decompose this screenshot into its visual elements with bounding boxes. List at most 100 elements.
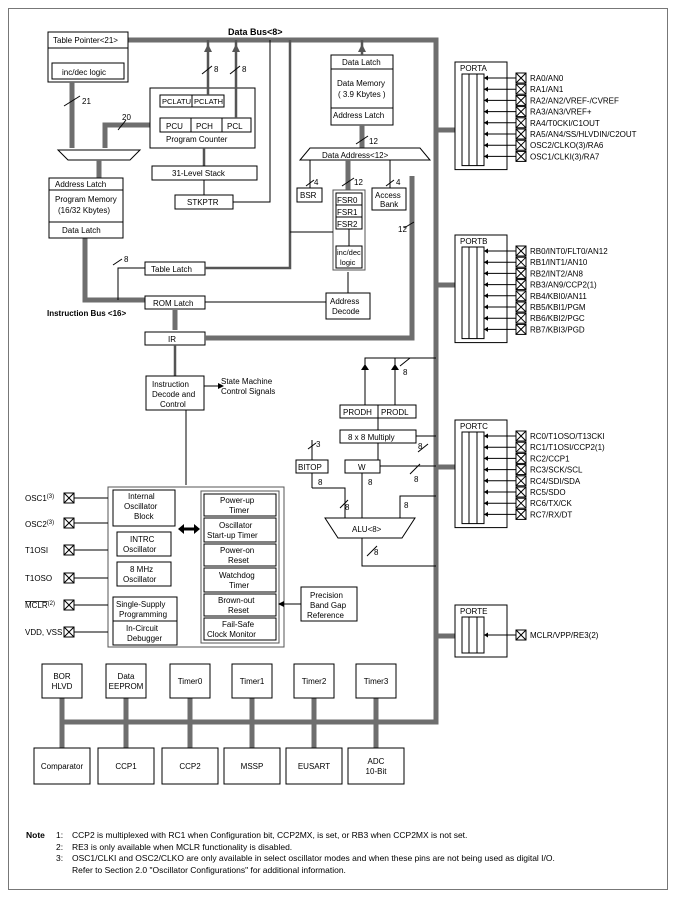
bandgap-line2: Band Gap — [310, 601, 347, 610]
porta-pin-0: RA0/AN0 — [530, 74, 564, 83]
note-2-text: RE3 is only available when MCLR function… — [72, 841, 293, 852]
data-bus — [59, 37, 455, 748]
alu-out-width-8: 8 — [374, 548, 379, 557]
address-decode-line1: Address — [330, 297, 359, 306]
figure-frame — [8, 8, 668, 890]
osc-8mhz-box — [116, 561, 172, 587]
w-width-8: 8 — [414, 475, 419, 484]
top-peripheral-1-sublabel: EEPROM — [109, 682, 144, 691]
porta-pin-3: RA3/AN3/VREF+ — [530, 108, 592, 117]
t1oso-pin: T1OSO — [25, 574, 52, 583]
instr-decode-line1: Instruction — [152, 380, 189, 389]
mul-width-8: 8 — [418, 442, 423, 451]
portc-pin-5: RC5/SDO — [530, 488, 566, 497]
data-memory-line2: ( 3.9 Kbytes ) — [338, 90, 386, 99]
bottom-peripheral-4 — [285, 747, 343, 785]
osc2-pin: OSC2(3) — [25, 520, 54, 529]
stack: 31-Level Stack — [172, 169, 226, 178]
pcl-label: PCL — [227, 122, 243, 131]
bor-box — [203, 593, 277, 617]
icd-box — [112, 620, 178, 646]
portb-pin-1: RB1/INT1/AN10 — [530, 258, 588, 267]
note-heading: Note — [26, 830, 45, 840]
top-peripheral-1-label: Data — [118, 672, 135, 681]
bsr-width-4: 4 — [314, 178, 319, 187]
bottom-peripheral-2 — [161, 747, 219, 785]
mclr-pin: MCLR(2) — [25, 601, 55, 610]
portb-pin-4: RB4/KBI0/AN11 — [530, 292, 587, 301]
portb-pin-2: RB2/INT2/AN8 — [530, 269, 583, 278]
porta-pin-1: RA1/AN1 — [530, 85, 564, 94]
table-latch: Table Latch — [151, 265, 192, 274]
bor-line1: Brown-out — [218, 596, 255, 605]
portc-pin-4: RC4/SDI/SDA — [530, 477, 581, 486]
dm-data-latch: Data Latch — [342, 58, 381, 67]
top-peripheral-4 — [293, 663, 335, 699]
bottom-peripheral-3 — [223, 747, 281, 785]
top-peripheral-2-label: Timer0 — [178, 677, 203, 686]
alu-width-8a: 8 — [318, 478, 323, 487]
osc-pin-connections — [74, 497, 108, 633]
note-2: 2: RE3 is only available when MCLR funct… — [26, 842, 656, 854]
fscm-line1: Fail-Safe — [222, 620, 255, 629]
alu-shape — [324, 517, 416, 539]
top-peripheral-3-label: Timer1 — [240, 677, 265, 686]
portc-pin-2: RC2/CCP1 — [530, 454, 570, 463]
address-decode-line2: Decode — [332, 307, 360, 316]
portc-pin-1: RC1/T1OSI/CCP2(1) — [530, 443, 605, 452]
note-3-text-a: OSC1/CLKI and OSC2/CLKO are only availab… — [72, 853, 555, 863]
top-peripheral-3 — [231, 663, 273, 699]
ost-box — [203, 517, 277, 543]
icd-line1: In-Circuit — [126, 624, 159, 633]
fsr-incdec-box — [335, 245, 363, 269]
instruction-decode-box — [145, 375, 205, 411]
internal-osc-line2: Oscillator — [124, 502, 158, 511]
state-machine-line1: State Machine — [221, 377, 273, 386]
note-3b: Refer to Section 2.0 "Oscillator Configu… — [26, 865, 656, 877]
notes: Note 1: CCP2 is multiplexed with RC1 whe… — [26, 830, 656, 876]
bsr-box — [296, 187, 323, 203]
bsr: BSR — [300, 191, 317, 200]
portc-pin-0: RC0/T1OSO/T13CKI — [530, 432, 605, 441]
wdt-line2: Timer — [229, 581, 249, 590]
bottom-peripheral-5-sublabel: 10-Bit — [366, 767, 388, 776]
data-memory-box — [330, 54, 394, 126]
internal-osc-line1: Internal — [128, 492, 155, 501]
address-decode-box — [325, 292, 371, 320]
porta-pin-7: OSC1/CLKI(3)/RA7 — [530, 152, 600, 161]
pclath-label: PCLATH — [194, 97, 223, 106]
fsr0-label: FSR0 — [337, 196, 358, 205]
portb-pin-0: RB0/INT0/FLT0/AN12 — [530, 247, 608, 256]
intrc-line1: INTRC — [130, 535, 155, 544]
bottom-peripheral-3-label: MSSP — [241, 762, 264, 771]
single-supply-line2: Programming — [119, 610, 167, 619]
bottom-peripheral-1-label: CCP1 — [115, 762, 137, 771]
alu: ALU<8> — [352, 525, 382, 534]
program-memory-line1: Program Memory — [55, 195, 117, 204]
pc-width-8a: 8 — [214, 65, 219, 74]
bottom-peripheral-4-label: EUSART — [298, 762, 330, 771]
portc-pin-3: RC3/SCK/SCL — [530, 466, 583, 475]
data-bus-label: Data Bus<8> — [228, 27, 283, 37]
powerup-line1: Power-up — [220, 496, 255, 505]
prodl-label: PRODL — [381, 408, 409, 417]
pclatu-label: PCLATU — [162, 97, 191, 106]
portc-name: PORTC — [460, 422, 488, 431]
por-line1: Power-on — [220, 546, 254, 555]
single-supply-box — [112, 596, 178, 622]
data-memory-line1: Data Memory — [337, 79, 385, 88]
porta-pin-2: RA2/AN2/VREF-/CVREF — [530, 96, 619, 105]
bottom-peripheral-2-label: CCP2 — [179, 762, 201, 771]
porte-name: PORTE — [460, 607, 487, 616]
pm-data-latch: Data Latch — [62, 226, 101, 235]
internal-osc-box — [112, 489, 176, 527]
ost-line2: Start-up Timer — [207, 531, 258, 540]
data-address-mux — [298, 147, 432, 161]
instr-decode-line2: Decode and — [152, 390, 195, 399]
table-pointer: Table Pointer<21> — [53, 36, 118, 45]
bor-line2: Reset — [228, 606, 250, 615]
portb-pin-5: RB5/KBI1/PGM — [530, 303, 586, 312]
note-1: Note 1: CCP2 is multiplexed with RC1 whe… — [26, 830, 656, 842]
